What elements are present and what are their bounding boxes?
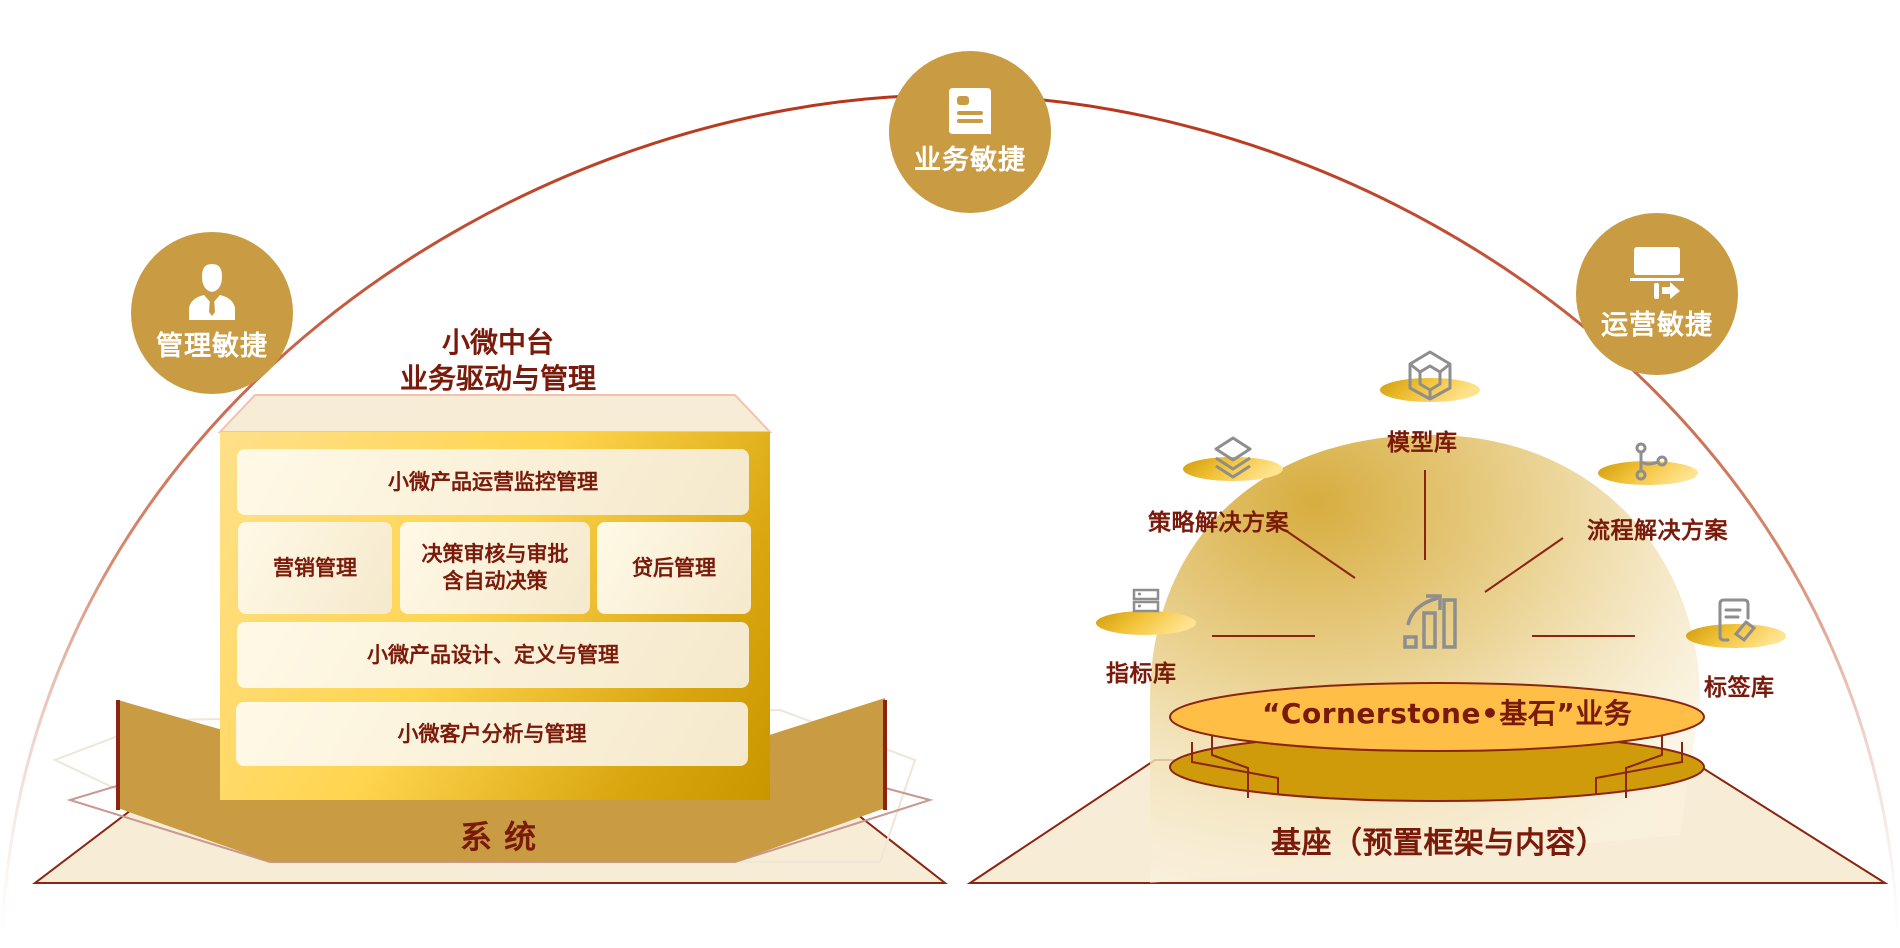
module-product-design-label: 小微产品设计、定义与管理	[367, 642, 619, 667]
operations-agility-node: 运营敏捷	[1576, 213, 1738, 375]
cube-icon	[1408, 350, 1452, 401]
module-product-design[interactable]: 小微产品设计、定义与管理	[237, 622, 749, 688]
module-decision[interactable]: 决策审核与审批 含自动决策	[400, 522, 590, 614]
indicator-library-label[interactable]: 指标库	[1106, 661, 1177, 687]
module-marketing-label: 营销管理	[273, 555, 357, 580]
module-decision-line-1: 决策审核与审批	[421, 542, 569, 566]
foundation-label: 基座（预置框架与内容）	[1271, 826, 1607, 861]
operations-agility-label: 运营敏捷	[1601, 309, 1713, 341]
presentation-board-icon	[1630, 246, 1684, 299]
tag-document-icon	[1718, 598, 1757, 643]
management-agility-node: 管理敏捷	[131, 232, 293, 394]
flow-branch-icon	[1635, 442, 1668, 481]
server-list-icon	[1132, 588, 1160, 613]
cornerstone-upper-disk	[1169, 682, 1705, 752]
title-line-1: 小微中台	[441, 326, 554, 359]
module-marketing[interactable]: 营销管理	[238, 522, 392, 614]
layers-icon	[1214, 436, 1252, 479]
pod-process	[1598, 461, 1698, 485]
strategy-solution-label[interactable]: 策略解决方案	[1148, 510, 1289, 536]
left-wing-edge	[116, 700, 120, 810]
right-wing-edge	[883, 700, 887, 810]
connector-strategy	[1284, 529, 1356, 579]
tag-library-label[interactable]: 标签库	[1704, 675, 1775, 701]
module-post-loan[interactable]: 贷后管理	[597, 522, 751, 614]
cornerstone-label: “Cornerstone•基石”业务	[1262, 697, 1633, 730]
module-decision-line-2: 含自动决策	[442, 569, 548, 593]
businessman-icon	[189, 263, 235, 320]
management-agility-label: 管理敏捷	[156, 330, 268, 362]
connector-process	[1484, 537, 1564, 593]
process-solution-label[interactable]: 流程解决方案	[1587, 518, 1728, 544]
business-agility-label: 业务敏捷	[914, 144, 1026, 176]
module-customer-label: 小微客户分析与管理	[397, 721, 587, 746]
middle-platform-title: 小微中台 业务驱动与管理	[348, 325, 648, 397]
base-center-fill	[118, 780, 885, 862]
document-icon	[949, 87, 991, 134]
block-top-face	[217, 394, 773, 433]
system-label: 系 统	[460, 818, 537, 856]
module-monitoring[interactable]: 小微产品运营监控管理	[237, 449, 749, 515]
disk-struts	[1191, 733, 1683, 798]
pod-indicator	[1096, 611, 1196, 635]
pod-tag	[1686, 624, 1786, 648]
module-post-loan-label: 贷后管理	[632, 555, 716, 580]
business-agility-node: 业务敏捷	[889, 51, 1051, 213]
growth-chart-icon	[1403, 594, 1457, 649]
module-monitoring-label: 小微产品运营监控管理	[388, 469, 598, 494]
title-line-2: 业务驱动与管理	[399, 362, 596, 395]
model-library-label[interactable]: 模型库	[1387, 430, 1458, 456]
module-customer[interactable]: 小微客户分析与管理	[236, 702, 748, 766]
